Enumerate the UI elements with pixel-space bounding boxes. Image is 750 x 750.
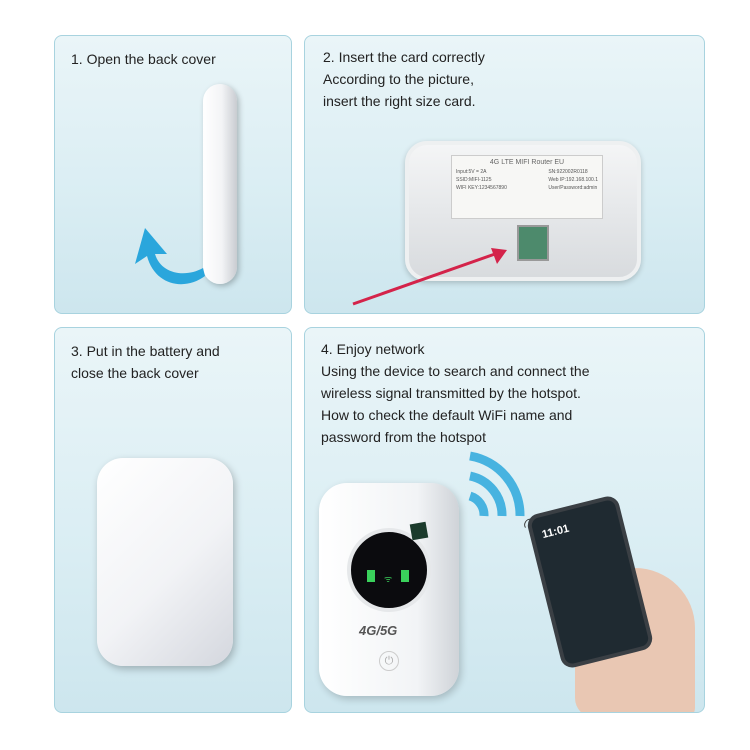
red-arrow-icon [352,248,507,306]
step-1-panel: 1. Open the back cover [54,35,292,314]
hotspot-device-image: ᯤ 4G/5G ⏻ [319,483,459,696]
smartphone-image: 11:01 [525,493,655,671]
step-1-text: 1. Open the back cover [71,51,216,67]
closed-cover-image [97,458,233,666]
device-screen: ᯤ [347,528,431,612]
power-button: ⏻ [379,651,399,671]
sim-indicator [409,521,429,541]
wifi-signal-icon [468,451,525,517]
back-cover-image [203,84,237,284]
device-logo: 4G/5G [359,623,398,638]
curved-arrow-icon [135,228,205,285]
phone-time: 11:01 [540,522,571,541]
sim-slot [517,225,549,261]
